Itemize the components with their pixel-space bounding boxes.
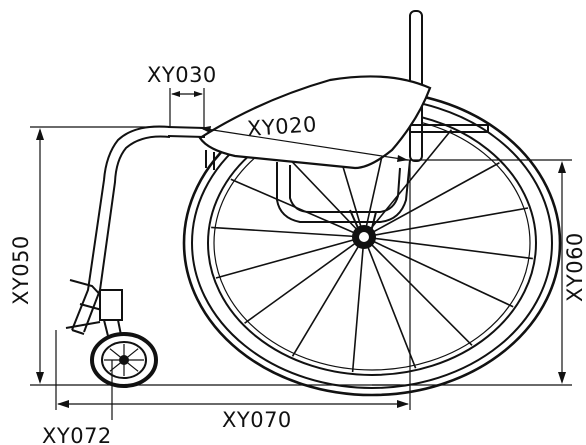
rear-wheel-spoke <box>363 207 529 238</box>
label-xy070: XY070 <box>222 408 292 432</box>
dimension-lines <box>30 88 572 420</box>
under-seat-frame <box>276 159 411 223</box>
xy070-arrow-right <box>397 400 409 408</box>
seat-mount <box>205 150 215 170</box>
xy060-arrow-top <box>558 161 566 173</box>
rear-wheel-spoke <box>363 162 500 238</box>
xy050-arrow-bottom <box>36 372 44 384</box>
seat-cushion <box>198 75 432 170</box>
caster-hub <box>119 355 129 365</box>
rear-wheel-spoke <box>244 236 365 324</box>
rear-wheel-spoke <box>351 236 365 373</box>
xy020-arrow-right <box>397 155 408 162</box>
xy060-arrow-bottom <box>558 372 566 384</box>
rear-wheel-spoke <box>363 236 473 346</box>
axle-bracket <box>349 209 377 229</box>
rear-wheel-spoke <box>215 236 365 279</box>
seat-rail <box>167 126 206 138</box>
caster-wheel <box>90 332 158 388</box>
rear-wheel-spoke <box>363 236 514 308</box>
xy070-arrow-left <box>57 400 69 408</box>
xy030-arrow-left <box>171 91 180 97</box>
front-frame-tube-inner <box>83 135 171 333</box>
rear-wheel-spokes <box>211 113 533 373</box>
xy050-arrow-top <box>36 128 44 140</box>
label-xy020: XY020 <box>246 112 317 141</box>
xy020-dimension-line <box>199 127 409 161</box>
rear-wheel-spoke <box>291 236 365 357</box>
dimension-labels: XY030 XY020 XY050 XY060 XY070 XY072 <box>9 63 586 445</box>
rear-wheel-spoke <box>363 236 533 260</box>
under-seat-frame-inner <box>289 165 401 213</box>
rear-wheel-hub-cap <box>359 232 369 242</box>
rear-wheel-spoke <box>211 226 365 238</box>
xy030-arrow-right <box>194 91 203 97</box>
backrest-bar <box>410 124 489 133</box>
xy020-arrow-left <box>200 126 211 133</box>
label-xy050: XY050 <box>9 235 33 305</box>
label-xy060: XY060 <box>563 232 586 302</box>
wheelchair-frame <box>65 10 489 353</box>
footrest-plate <box>65 321 101 329</box>
rear-wheel-spoke <box>363 236 417 369</box>
caster-housing <box>99 289 123 321</box>
label-xy072: XY072 <box>42 424 112 445</box>
front-frame-cap <box>71 329 85 335</box>
caster-rim <box>101 341 147 379</box>
label-xy030: XY030 <box>147 63 217 87</box>
